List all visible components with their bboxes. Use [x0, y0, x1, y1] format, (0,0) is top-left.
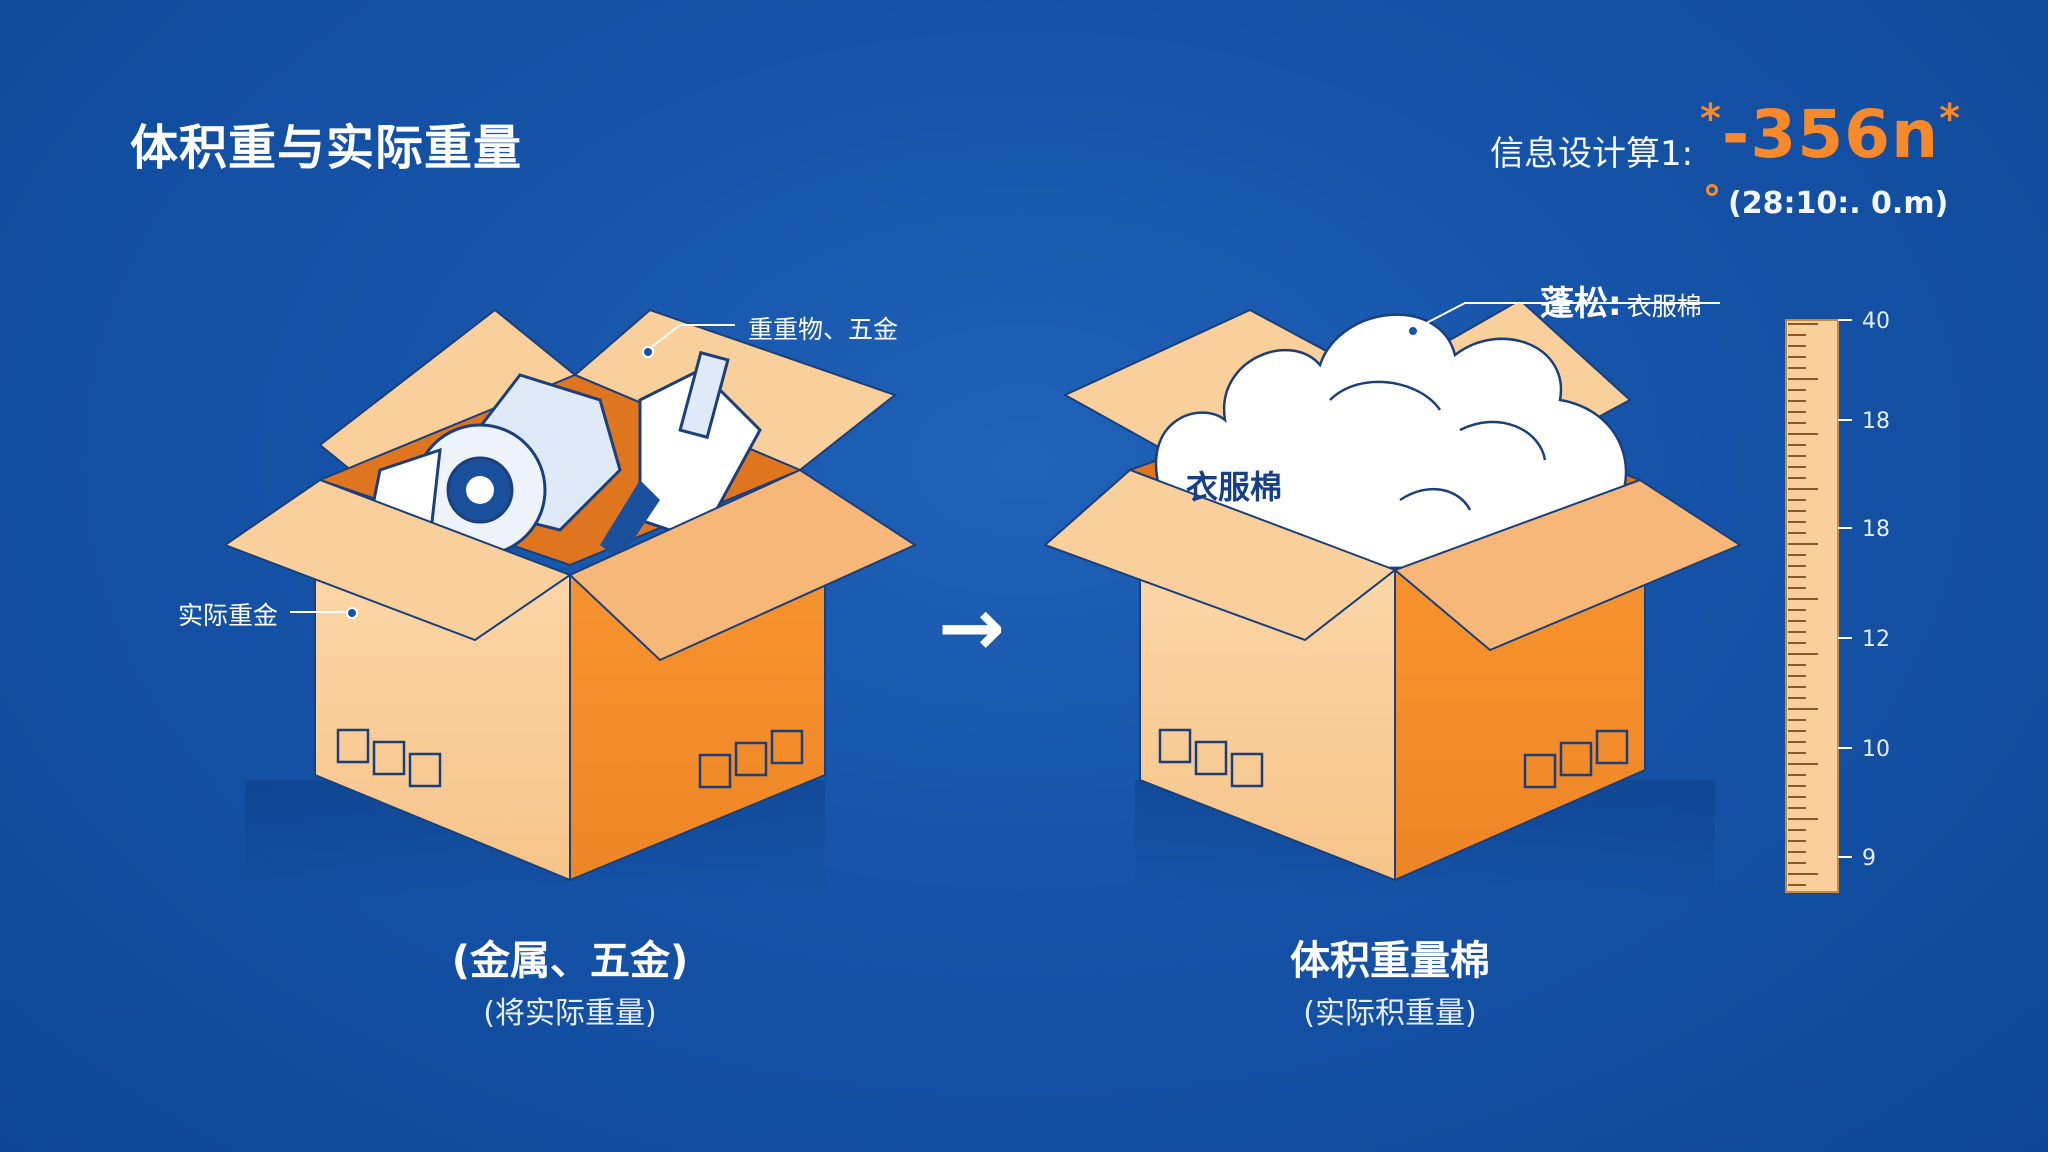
- callout-heavy-goods: 重重物、五金: [748, 315, 899, 344]
- asterisk-icon: *: [1939, 96, 1961, 142]
- right-box: [1043, 298, 1743, 900]
- right-caption: 体积重量棉: [1290, 938, 1490, 984]
- ruler: [1785, 319, 1852, 893]
- ruler-label: 12: [1862, 627, 1890, 652]
- ruler-label: 10: [1862, 737, 1890, 762]
- ruler-label: 18: [1862, 517, 1890, 542]
- asterisk-icon: *: [1700, 96, 1722, 142]
- cloud-label: 衣服棉: [1186, 468, 1283, 506]
- page-title: 体积重与实际重量: [130, 120, 523, 176]
- calc-value: *-356n*: [1700, 96, 1961, 173]
- left-box: [222, 308, 918, 900]
- calc-sub: (28:10:. 0.m): [1728, 186, 1949, 221]
- hardware-contents: [368, 350, 762, 560]
- callout-actual-weight: 实际重金: [178, 601, 279, 630]
- left-caption: (金属、五金): [451, 938, 689, 984]
- callout-fluffy-label: 蓬松:: [1540, 284, 1622, 324]
- ruler-label: 40: [1862, 309, 1890, 334]
- arrow-right-icon: →: [938, 581, 1006, 674]
- callout-fluffy-rest: 衣服棉: [1626, 292, 1702, 321]
- calc-label: 信息设计算1:: [1490, 134, 1694, 174]
- left-caption-sub: (将实际重量): [483, 996, 657, 1031]
- bullet-dot-icon: [1706, 184, 1718, 196]
- ruler-label: 18: [1862, 409, 1890, 434]
- right-caption-sub: (实际积重量): [1303, 996, 1477, 1031]
- ruler-label: 9: [1862, 846, 1876, 871]
- callout-fluffy-clothes: 蓬松: 衣服棉: [1540, 276, 1702, 325]
